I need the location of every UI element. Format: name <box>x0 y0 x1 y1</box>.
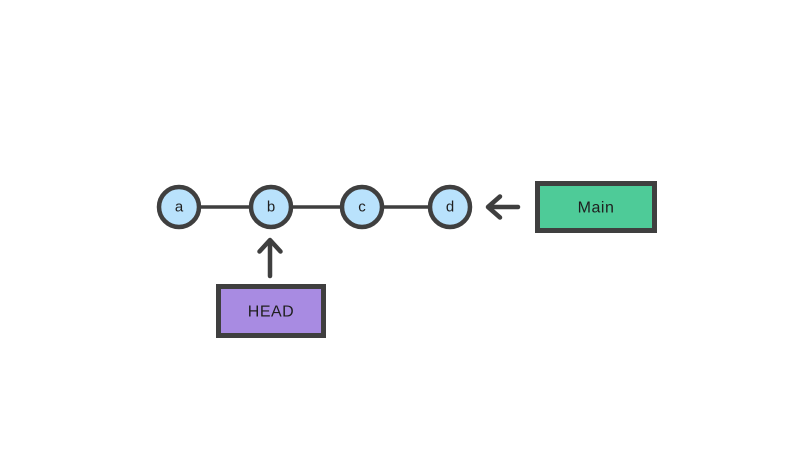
main-badge-label: Main <box>578 200 615 217</box>
commit-circle-c <box>339 184 385 230</box>
main-badge: Main <box>535 181 657 233</box>
head-badge-label: HEAD <box>248 304 294 321</box>
commit-circle-b <box>248 184 294 230</box>
main-arrowhead <box>485 194 503 220</box>
commit-node-a: a <box>156 184 202 230</box>
commit-circle-a <box>156 184 202 230</box>
commit-node-c: c <box>339 184 385 230</box>
head-badge: HEAD <box>216 284 326 338</box>
main-arrow-icon <box>485 194 521 220</box>
head-arrow-icon <box>257 237 283 279</box>
main-badge-box <box>535 181 657 233</box>
commit-label-a: a <box>175 199 184 216</box>
commit-node-b: b <box>248 184 294 230</box>
head-arrowhead <box>257 237 283 254</box>
commit-label-d: d <box>446 199 454 216</box>
commit-label-c: c <box>358 199 366 216</box>
head-badge-box <box>216 284 326 338</box>
commit-circle-d <box>427 184 473 230</box>
commit-label-b: b <box>267 199 275 216</box>
commit-node-d: d <box>427 184 473 230</box>
